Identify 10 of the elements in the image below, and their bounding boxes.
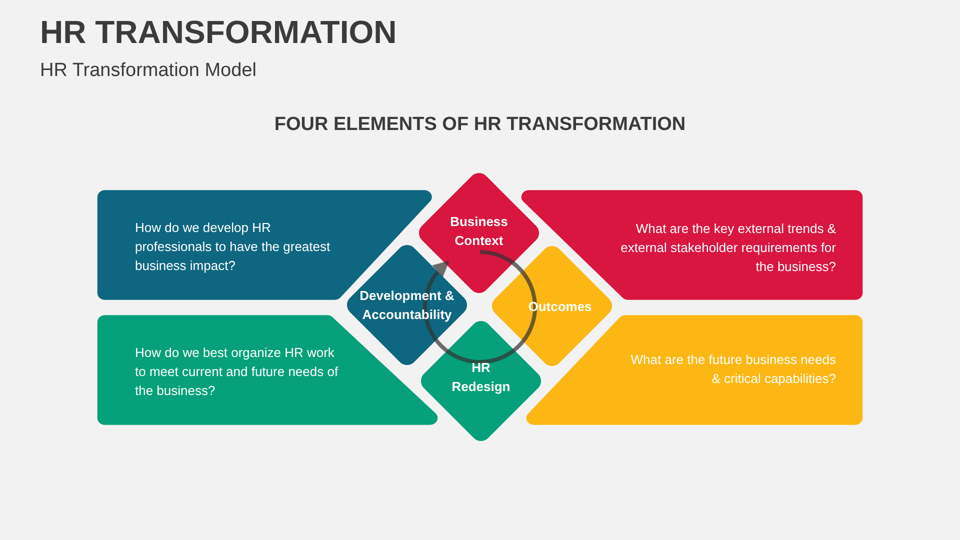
subtitle: HR Transformation Model [40, 60, 256, 82]
question-text: How do we develop HR professionals to have the greatest business impact? [135, 219, 332, 275]
section-heading: FOUR ELEMENTS OF HR TRANSFORMATION [273, 114, 687, 136]
element-label: Development & Accountability [358, 287, 456, 324]
question-text: How do we best organize HR work to meet current and future needs of the business? [135, 344, 340, 400]
element-label: HR Redesign [450, 359, 512, 396]
question-text: What are the key external trends & external stakeholder requirements for the business? [620, 220, 836, 276]
element-label: Business Context [449, 213, 509, 250]
question-text: What are the future business needs & critical capabilities? [630, 351, 836, 388]
page-title: HR TRANSFORMATION [40, 14, 397, 51]
